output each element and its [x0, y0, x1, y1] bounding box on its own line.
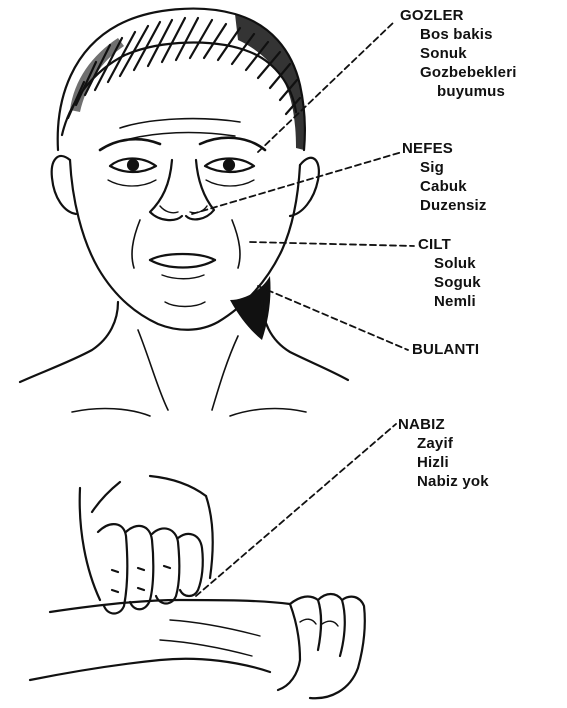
breath-item: Sig: [402, 158, 487, 177]
leader-lines: [192, 22, 414, 596]
pulse-label-group: NABIZ Zayif Hizli Nabiz yok: [398, 415, 489, 491]
nausea-title: BULANTI: [412, 340, 479, 359]
pulse-item: Nabiz yok: [398, 472, 489, 491]
breath-item: Duzensiz: [402, 196, 487, 215]
skin-item: Nemli: [418, 292, 481, 311]
patient-hand: [290, 594, 365, 698]
skin-item: Soguk: [418, 273, 481, 292]
leader-nausea: [258, 286, 408, 350]
leader-skin: [250, 242, 414, 246]
face: [52, 119, 319, 330]
hand: [80, 476, 213, 614]
leader-pulse: [196, 424, 396, 596]
hair: [58, 9, 305, 150]
forearm: [30, 600, 300, 690]
pulse-item: Zayif: [398, 434, 489, 453]
neck-shoulders: [20, 300, 348, 416]
leader-breath: [192, 152, 402, 214]
eyes-item: Sonuk: [400, 44, 517, 63]
skin-item: Soluk: [418, 254, 481, 273]
eyes-item: buyumus: [400, 82, 517, 101]
breath-label-group: NEFES Sig Cabuk Duzensiz: [402, 139, 487, 215]
pulse-title: NABIZ: [398, 415, 489, 434]
nausea-label-group: BULANTI: [412, 340, 479, 359]
breath-title: NEFES: [402, 139, 487, 158]
skin-title: CILT: [418, 235, 481, 254]
eyes-title: GOZLER: [400, 6, 517, 25]
eyes-label-group: GOZLER Bos bakis Sonuk Gozbebekleri buyu…: [400, 6, 517, 101]
neck-shadow: [230, 276, 271, 340]
eyes-item: Gozbebekleri: [400, 63, 517, 82]
skin-label-group: CILT Soluk Soguk Nemli: [418, 235, 481, 311]
hair-shading: [70, 14, 305, 150]
eyes-item: Bos bakis: [400, 25, 517, 44]
breath-item: Cabuk: [402, 177, 487, 196]
pulse-item: Hizli: [398, 453, 489, 472]
